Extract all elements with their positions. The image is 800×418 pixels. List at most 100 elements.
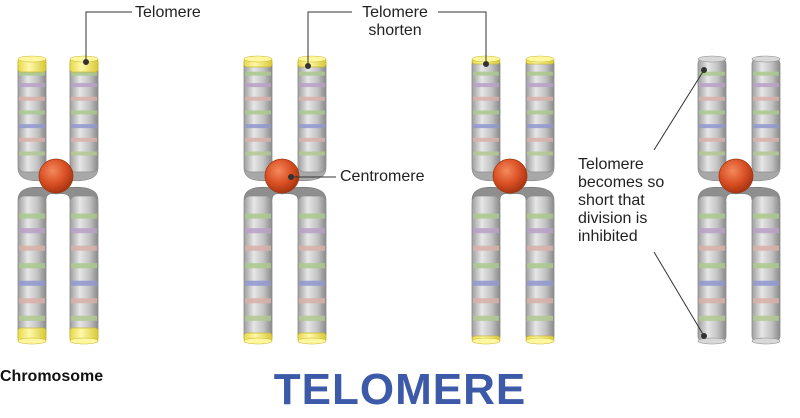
chromatid-right-upper-band	[753, 137, 779, 142]
chromatid-left-upper	[17, 55, 47, 173]
chromatid-right-lower-band	[71, 228, 97, 234]
chromatid-right-lower-band	[527, 228, 553, 234]
chromatid-left-lower-band	[699, 245, 725, 251]
chromatid-right-lower	[751, 195, 781, 345]
shorten-leader-dot	[305, 63, 311, 69]
chromatid-right-upper-band	[753, 151, 779, 156]
chromatid-right-upper-band	[753, 110, 779, 115]
chromatid-right-upper-band	[527, 151, 553, 156]
chromatid-right-lower-band	[71, 213, 97, 219]
chromatid-left-lower-band	[473, 213, 499, 219]
inhibited-leader-dot-top	[701, 67, 707, 73]
centromere	[492, 158, 528, 194]
chromatid-left-lower	[471, 195, 501, 345]
chromosome-stage-2	[243, 55, 327, 345]
chromatid-right-lower	[297, 195, 327, 345]
telomere-leader-dot	[83, 59, 89, 65]
telomere-cap-end	[471, 337, 501, 345]
chromatid-left-upper	[697, 55, 727, 173]
telomere-cap-end	[17, 55, 47, 63]
chromatid-left-upper-band	[245, 151, 271, 156]
chromatid-right-lower-band	[299, 263, 325, 269]
chromatid-left-upper-band	[473, 124, 499, 129]
chromatid-right-upper-band	[527, 110, 553, 115]
chromatid-right-lower-band	[299, 280, 325, 286]
chromatid-right-upper-band	[71, 151, 97, 156]
chromatid-left-upper-band	[473, 137, 499, 142]
chromatid-left-upper-band	[699, 83, 725, 88]
inhibited-line-5: inhibited	[578, 228, 638, 245]
chromatid-right-upper-band	[71, 71, 97, 76]
page-title: TELOMERE	[273, 365, 527, 414]
arm-end	[751, 337, 781, 345]
shorten-leader-line-2	[438, 11, 487, 64]
chromatid-right-lower-band	[71, 263, 97, 269]
chromatid-left-lower-band	[245, 245, 271, 251]
chromosome-stage-4	[697, 55, 781, 345]
chromatid-right-lower-band	[527, 280, 553, 286]
chromatid-left-upper-band	[699, 110, 725, 115]
chromatid-right-upper-band	[299, 151, 325, 156]
chromatid-left-lower-band	[473, 245, 499, 251]
chromatid-right-lower-band	[753, 298, 779, 304]
chromosome-stage-3	[471, 55, 555, 345]
chromatid-left-lower-band	[245, 213, 271, 219]
telomere-shorten-label: Telomere shorten	[355, 4, 435, 40]
chromatid-left-upper-band	[473, 96, 499, 101]
telomere-cap-end	[17, 337, 47, 345]
chromatid-left-lower-band	[245, 228, 271, 234]
chromatid-right-lower-band	[299, 298, 325, 304]
chromatid-left-lower-band	[245, 315, 271, 321]
chromatid-right-lower-band	[753, 213, 779, 219]
chromatid-right-lower-band	[299, 228, 325, 234]
centromere-leader-dot	[288, 174, 294, 180]
telomere-shorten-line-1: Telomere	[362, 4, 428, 21]
chromatid-left-lower-band	[19, 298, 45, 304]
arm-end	[751, 55, 781, 63]
chromatid-right-lower-band	[753, 263, 779, 269]
chromatid-left-upper-band	[473, 83, 499, 88]
chromatid-left-lower-band	[473, 315, 499, 321]
chromatid-left-lower-band	[19, 245, 45, 251]
telomere-shorten-line-2: shorten	[368, 22, 422, 39]
chromatid-right-upper-band	[299, 96, 325, 101]
telomere-cap-end	[297, 337, 327, 345]
chromatid-right-upper-band	[299, 71, 325, 76]
telomere-cap-end	[69, 337, 99, 345]
chromatid-left-lower-band	[473, 228, 499, 234]
chromatid-right-upper-band	[71, 137, 97, 142]
chromatid-left-lower	[17, 195, 47, 345]
chromatid-left-upper	[471, 55, 501, 173]
chromatid-left-upper-band	[245, 71, 271, 76]
centromere	[718, 158, 754, 194]
chromatid-left-lower-band	[245, 263, 271, 269]
chromatid-right-upper-band	[527, 137, 553, 142]
telomere-label: Telomere	[135, 4, 201, 21]
chromatid-right-upper-band	[527, 96, 553, 101]
inhibited-leader-line-bottom	[653, 251, 705, 337]
chromatid-left-lower-band	[473, 263, 499, 269]
chromatid-right-lower-band	[527, 245, 553, 251]
chromatid-left-upper-band	[19, 96, 45, 101]
chromatid-left-upper-band	[19, 71, 45, 76]
chromatid-left-lower-band	[19, 263, 45, 269]
arm-end	[697, 337, 727, 345]
chromatid-right-lower-band	[527, 213, 553, 219]
chromatid-left-upper-band	[19, 124, 45, 129]
chromatid-left-lower-band	[699, 263, 725, 269]
chromatid-left-upper-band	[245, 96, 271, 101]
chromatid-left-upper-band	[473, 71, 499, 76]
inhibited-line-1: Telomere	[578, 156, 644, 173]
chromatid-left-lower-band	[699, 280, 725, 286]
inhibited-leader-line-top	[653, 69, 705, 151]
telomere-cap-end	[525, 55, 555, 63]
chromatid-left-upper-band	[473, 151, 499, 156]
chromatid-left-lower-band	[699, 213, 725, 219]
chromatid-left-upper-band	[245, 83, 271, 88]
chromatid-left-upper-band	[19, 110, 45, 115]
shorten-leader-line	[307, 11, 352, 66]
chromatid-left-upper-band	[699, 96, 725, 101]
division-inhibited-label: Telomere becomes so short that division …	[578, 156, 690, 246]
chromatid-right-lower-band	[71, 315, 97, 321]
chromatid-right-upper-band	[299, 83, 325, 88]
